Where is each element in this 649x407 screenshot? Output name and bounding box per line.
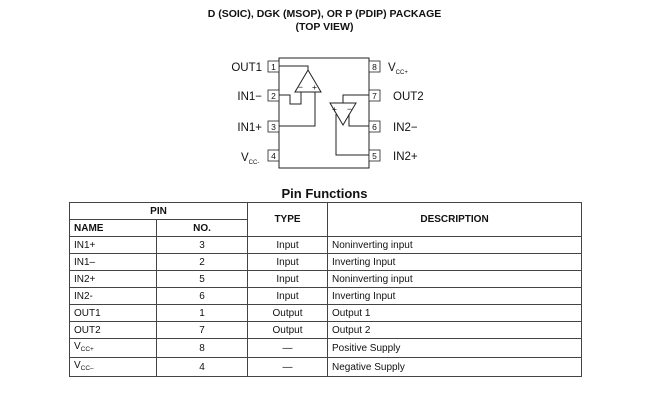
opamp-2-plus: + bbox=[332, 104, 337, 114]
pin-name: OUT2 bbox=[69, 321, 157, 339]
pin-description: Inverting Input bbox=[327, 253, 583, 271]
table-row: OUT1 1 Output Output 1 bbox=[69, 304, 583, 322]
pin-name: IN2+ bbox=[69, 270, 157, 288]
ic-body bbox=[278, 57, 370, 169]
pin-label: VCC+ bbox=[388, 62, 408, 76]
right-pin-7: 7 OUT2 bbox=[368, 89, 424, 103]
pin-type: — bbox=[247, 357, 329, 377]
pinout-diagram: OUT1 1 IN1− 2 IN1+ 3 VCC- 4 8 VCC+ 7 OUT… bbox=[231, 57, 424, 169]
left-pin-4: VCC- 4 bbox=[241, 149, 280, 166]
table-row: IN1– 2 Input Inverting Input bbox=[69, 253, 583, 271]
pin-description: Noninverting input bbox=[327, 236, 583, 254]
pin-number: 5 bbox=[372, 151, 377, 161]
pin-type: Input bbox=[247, 270, 329, 288]
pin-no: 1 bbox=[155, 304, 249, 322]
table-row: IN2+ 5 Input Noninverting input bbox=[69, 270, 583, 288]
pin-type: Output bbox=[247, 304, 329, 322]
pin-type: Input bbox=[247, 236, 329, 254]
pin-name: IN1+ bbox=[69, 236, 157, 254]
opamp-1-plus: + bbox=[312, 82, 317, 92]
pin-type: Input bbox=[247, 253, 329, 271]
table-row: VCC+ 8 — Positive Supply bbox=[69, 338, 583, 358]
pin-no: 2 bbox=[155, 253, 249, 271]
description-header: DESCRIPTION bbox=[327, 202, 583, 237]
pin-no: 7 bbox=[155, 321, 249, 339]
pin-description: Output 2 bbox=[327, 321, 583, 339]
pin-functions-title: Pin Functions bbox=[281, 186, 368, 201]
pin-number: 3 bbox=[271, 122, 276, 132]
pin-label: IN1+ bbox=[237, 122, 262, 134]
pin-type: Input bbox=[247, 287, 329, 305]
pin-label: OUT2 bbox=[393, 91, 424, 103]
opamp-1-symbol bbox=[279, 65, 322, 127]
pin-no: 6 bbox=[155, 287, 249, 305]
pin-name: IN2- bbox=[69, 287, 157, 305]
table-subheader-row: NAME NO. bbox=[69, 219, 582, 237]
pin-label: OUT1 bbox=[231, 62, 262, 74]
package-title: D (SOIC), DGK (MSOP), OR P (PDIP) PACKAG… bbox=[207, 8, 442, 20]
opamp-2-minus: − bbox=[347, 104, 352, 114]
left-pin-3: IN1+ 3 bbox=[237, 120, 280, 134]
pin-no: 3 bbox=[155, 236, 249, 254]
pin-number: 4 bbox=[271, 151, 276, 161]
pin-label: IN1− bbox=[237, 91, 262, 103]
pin-type: — bbox=[247, 338, 329, 358]
table-header-row: PIN TYPE DESCRIPTION bbox=[68, 202, 583, 237]
pin-number: 8 bbox=[372, 62, 377, 72]
table-row: OUT2 7 Output Output 2 bbox=[69, 321, 583, 339]
pin-no: 4 bbox=[155, 357, 249, 377]
pin-group-header: PIN bbox=[68, 202, 249, 220]
pin-type: Output bbox=[247, 321, 329, 339]
pin-description: Inverting Input bbox=[327, 287, 583, 305]
name-header: NAME bbox=[69, 219, 157, 237]
pin-description: Negative Supply bbox=[327, 357, 583, 377]
package-view-label: (TOP VIEW) bbox=[295, 21, 354, 33]
pin-number: 1 bbox=[271, 62, 276, 72]
pin-label: IN2− bbox=[393, 122, 418, 134]
pin-functions-table: PIN TYPE DESCRIPTION NAME NO. IN1+ 3 Inp… bbox=[68, 202, 583, 377]
opamp-1-minus: − bbox=[298, 82, 303, 92]
pin-name: VCC+ bbox=[69, 338, 157, 358]
table-row: IN2- 6 Input Inverting Input bbox=[69, 287, 583, 305]
table-row: IN1+ 3 Input Noninverting input bbox=[69, 236, 583, 254]
opamp-2-symbol bbox=[329, 94, 369, 156]
pin-description: Positive Supply bbox=[327, 338, 583, 358]
left-pin-1: OUT1 1 bbox=[231, 60, 280, 74]
pin-name: VCC– bbox=[69, 357, 157, 377]
type-header: TYPE bbox=[247, 202, 329, 237]
pin-number: 2 bbox=[271, 91, 276, 101]
pin-no: 5 bbox=[155, 270, 249, 288]
left-pin-2: IN1− 2 bbox=[237, 89, 280, 103]
pin-label: IN2+ bbox=[393, 151, 418, 163]
pin-number: 7 bbox=[372, 91, 377, 101]
pin-name: OUT1 bbox=[69, 304, 157, 322]
pin-name: IN1– bbox=[69, 253, 157, 271]
right-pin-8: 8 VCC+ bbox=[368, 60, 408, 76]
pin-description: Noninverting input bbox=[327, 270, 583, 288]
pin-number: 6 bbox=[372, 122, 377, 132]
right-pin-5: 5 IN2+ bbox=[368, 149, 418, 163]
pin-description: Output 1 bbox=[327, 304, 583, 322]
table-row: VCC– 4 — Negative Supply bbox=[69, 357, 583, 377]
pin-label: VCC- bbox=[241, 152, 259, 166]
right-pin-6: 6 IN2− bbox=[368, 120, 418, 134]
pin-no: 8 bbox=[155, 338, 249, 358]
no-header: NO. bbox=[155, 219, 249, 237]
